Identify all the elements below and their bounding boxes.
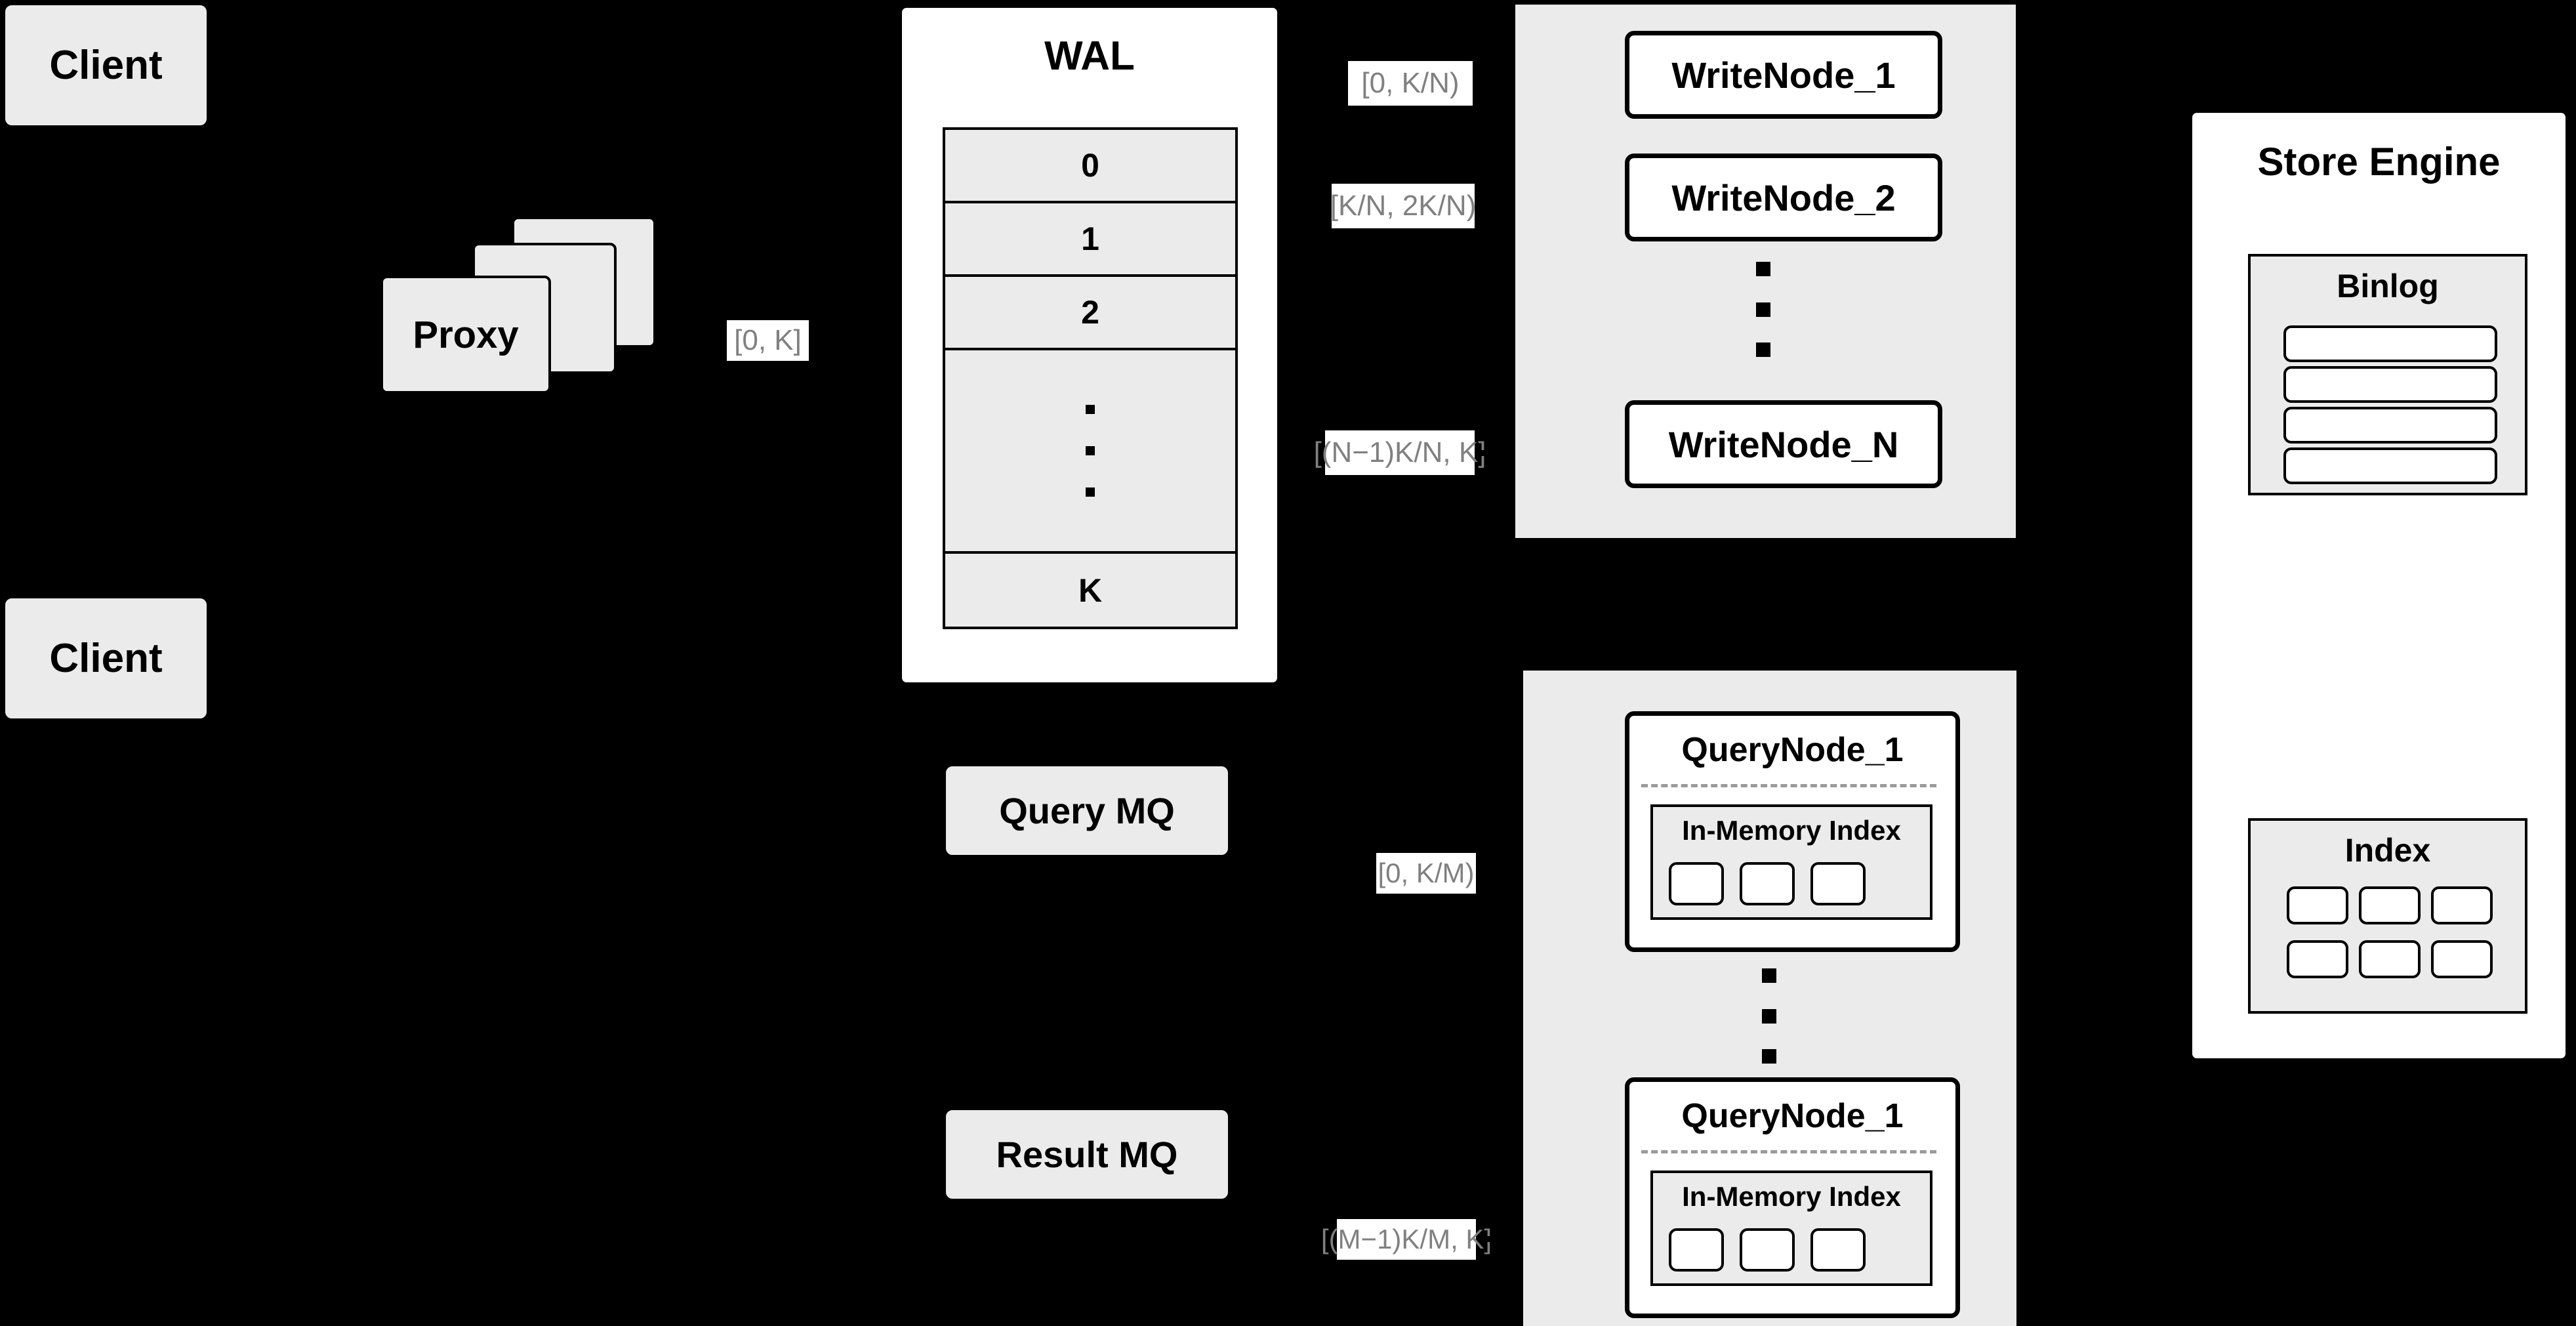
binlog-entry[interactable]	[2283, 447, 2497, 484]
wal-row-label: 0	[1081, 147, 1099, 184]
writenode-2-range-label: [K/N, 2K/N)	[1330, 184, 1477, 228]
querynode-m-inmemory-index: In-Memory Index	[1650, 1171, 1932, 1286]
write-cluster-vertical-dots-icon	[1756, 262, 1770, 357]
proxy-label: Proxy	[413, 313, 519, 356]
result-mq-box[interactable]: Result MQ	[946, 1110, 1228, 1199]
range-text: [0, K/M)	[1378, 858, 1475, 888]
result-mq-label: Result MQ	[996, 1134, 1178, 1175]
querynode-m-title: QueryNode_1	[1681, 1097, 1904, 1135]
wal-title: WAL	[1044, 33, 1135, 79]
range-text: [0, K/N)	[1361, 67, 1460, 99]
client-label: Client	[49, 43, 163, 88]
query-cluster-vertical-dots-icon	[1762, 968, 1776, 1064]
wal-table: 0 1 2 K	[943, 127, 1238, 629]
wal-row-k[interactable]: K	[945, 554, 1235, 627]
wal-row-label: 1	[1081, 220, 1099, 257]
index-slot[interactable]	[1810, 1228, 1866, 1272]
writenode-n-range-label: [(N−1)K/N, K]	[1314, 430, 1486, 475]
index-slot[interactable]	[1740, 862, 1795, 905]
store-index-title: Index	[2344, 832, 2431, 869]
index-slot[interactable]	[1740, 1228, 1795, 1272]
store-index-box: Index	[2248, 818, 2527, 1014]
binlog-entry[interactable]	[2283, 325, 2497, 362]
wal-vertical-dots-icon	[1084, 405, 1097, 497]
wal-row-ellipsis	[945, 350, 1235, 554]
client-box-1[interactable]: Client	[5, 5, 207, 125]
proxy-stack[interactable]: Proxy	[380, 217, 656, 430]
querynode-m-separator	[1641, 1150, 1936, 1153]
store-index-cell[interactable]	[2287, 886, 2348, 924]
query-mq-box[interactable]: Query MQ	[946, 766, 1228, 855]
index-slot[interactable]	[1810, 862, 1866, 905]
store-index-cell[interactable]	[2359, 940, 2421, 978]
query-mq-label: Query MQ	[999, 790, 1175, 831]
writenode-label: WriteNode_1	[1671, 54, 1896, 96]
binlog-inbound-arrow-line	[2156, 388, 2198, 393]
writenode-n-box[interactable]: WriteNode_N	[1625, 400, 1942, 488]
index-slot[interactable]	[1669, 862, 1724, 905]
store-index-cell[interactable]	[2287, 940, 2348, 978]
client-label: Client	[49, 636, 163, 681]
querynode-1-separator	[1641, 784, 1936, 787]
index-inbound-arrow-line	[2156, 950, 2198, 955]
writenode-label: WriteNode_N	[1668, 423, 1899, 465]
store-index-cell[interactable]	[2431, 886, 2493, 924]
querynode-1-title: QueryNode_1	[1681, 731, 1904, 769]
store-engine-panel: Store Engine Binlog Index	[2188, 108, 2570, 1063]
client-box-2[interactable]: Client	[5, 598, 207, 718]
writenode-1-box[interactable]: WriteNode_1	[1625, 31, 1942, 119]
range-text: [(N−1)K/N, K]	[1313, 436, 1486, 468]
binlog-box: Binlog	[2248, 254, 2527, 495]
binlog-title: Binlog	[2337, 268, 2439, 304]
store-engine-title: Store Engine	[2257, 140, 2501, 184]
querynode-1-range-label: [0, K/M)	[1376, 853, 1476, 894]
inmemory-index-title: In-Memory Index	[1682, 815, 1901, 846]
inmemory-index-title: In-Memory Index	[1682, 1181, 1901, 1212]
binlog-entry[interactable]	[2283, 366, 2497, 403]
wal-row-0[interactable]: 0	[945, 130, 1235, 203]
wal-row-label: 2	[1081, 294, 1099, 331]
writenode-2-box[interactable]: WriteNode_2	[1625, 154, 1942, 241]
binlog-entry[interactable]	[2283, 407, 2497, 444]
proxy-stack-layer-front[interactable]: Proxy	[380, 276, 551, 394]
range-text: [(M−1)K/M, K]	[1320, 1224, 1492, 1254]
write-cluster-panel: WriteNode_1 WriteNode_2 WriteNode_N	[1515, 5, 2016, 538]
store-index-cell[interactable]	[2431, 940, 2493, 978]
querynode-m-box[interactable]: QueryNode_1 In-Memory Index	[1625, 1077, 1960, 1318]
querynode-1-inmemory-index: In-Memory Index	[1650, 804, 1932, 920]
proxy-range-label: [0, K]	[727, 320, 809, 361]
wal-row-1[interactable]: 1	[945, 203, 1235, 277]
index-slot[interactable]	[1669, 1228, 1724, 1272]
writenode-1-range-label: [0, K/N)	[1348, 61, 1473, 106]
proxy-range-text: [0, K]	[734, 324, 802, 356]
wal-row-2[interactable]: 2	[945, 277, 1235, 350]
querynode-1-box[interactable]: QueryNode_1 In-Memory Index	[1625, 711, 1960, 952]
wal-panel: WAL 0 1 2 K	[897, 3, 1282, 687]
querynode-m-range-label: [(M−1)K/M, K]	[1321, 1219, 1492, 1260]
wal-row-label: K	[1078, 571, 1103, 609]
store-index-cell[interactable]	[2359, 886, 2421, 924]
writenode-label: WriteNode_2	[1671, 176, 1896, 218]
range-text: [K/N, 2K/N)	[1330, 190, 1477, 222]
query-cluster-panel: QueryNode_1 In-Memory Index QueryNode_1 …	[1523, 671, 2016, 1326]
